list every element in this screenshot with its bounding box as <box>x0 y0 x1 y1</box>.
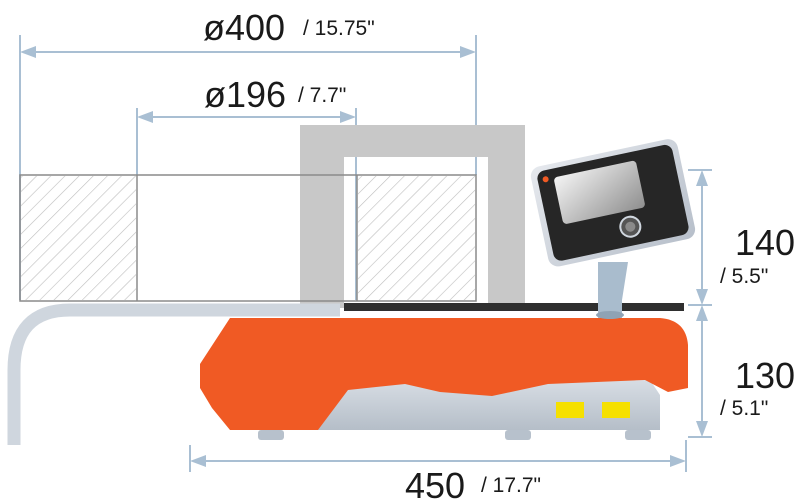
outer-diameter-metric: ø400 <box>203 7 285 48</box>
top-plate <box>344 303 684 311</box>
outer-diameter-dimension: ø400 / 15.75" <box>19 7 477 300</box>
base-height-metric: 130 <box>735 355 795 396</box>
status-pad <box>602 402 630 418</box>
orange-housing <box>200 318 688 430</box>
base-unit <box>258 380 660 440</box>
base-length-imperial: / 17.7" <box>481 474 541 497</box>
base-height-imperial: / 5.1" <box>720 397 768 420</box>
inner-diameter-metric: ø196 <box>204 74 286 115</box>
base-length-metric: 450 <box>405 465 465 503</box>
display-height-dimension: 140 / 5.5" <box>688 169 795 306</box>
base-length-dimension: 450 / 17.7" <box>189 440 687 503</box>
yoke-arm <box>300 125 525 308</box>
support-rail <box>7 303 340 445</box>
display-height-metric: 140 <box>735 222 795 263</box>
foot <box>505 430 531 440</box>
inner-diameter-dimension: ø196 / 7.7" <box>136 74 357 300</box>
workpiece-section <box>19 174 477 302</box>
outer-diameter-imperial: / 15.75" <box>303 17 375 40</box>
inner-diameter-imperial: / 7.7" <box>298 84 346 107</box>
status-pad <box>556 402 584 418</box>
foot <box>258 430 284 440</box>
hatched-section-left <box>21 176 136 300</box>
hatched-section-right <box>358 176 475 300</box>
touchscreen-display <box>530 139 696 267</box>
display-height-imperial: / 5.5" <box>720 265 768 288</box>
base-height-dimension: 130 / 5.1" <box>688 305 795 438</box>
screen <box>554 160 645 224</box>
foot <box>625 430 651 440</box>
display-stand <box>596 262 628 319</box>
